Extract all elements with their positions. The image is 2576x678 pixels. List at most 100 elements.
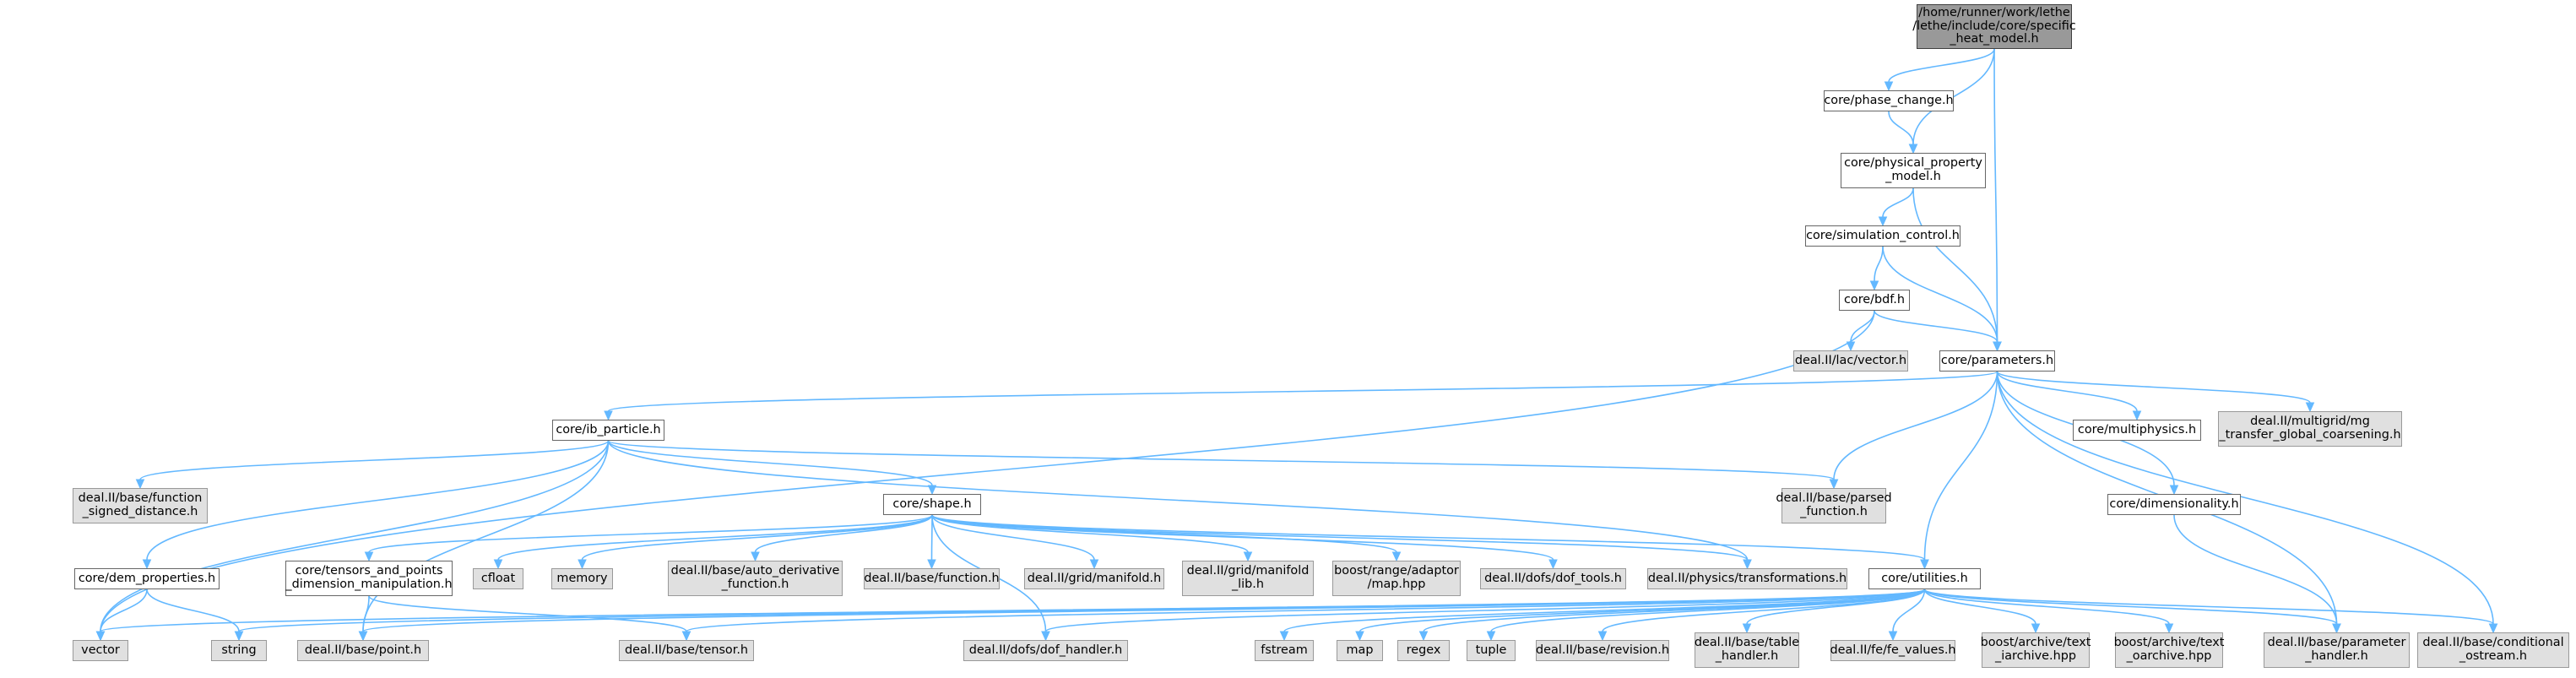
edge-tensors_and_points-to-point <box>362 595 370 632</box>
edge-parameters-to-parsed_function <box>1833 371 1998 480</box>
node-text-oarchive: boost/archive/text _oarchive.hpp <box>2114 632 2224 668</box>
edge-parameters-to-utilities <box>1923 371 1998 561</box>
edge-ib_particle-to-function_signed_distance <box>139 440 610 480</box>
node-revision: deal.II/base/revision.h <box>1536 640 1669 661</box>
arrowhead-shape-to-memory <box>578 559 587 570</box>
node-adaptor-map: boost/range/adaptor /map.hpp <box>1332 561 1461 596</box>
arrowhead-utilities-to-tuple <box>1486 631 1496 642</box>
node-map: map <box>1337 640 1383 661</box>
edge-parameters-to-conditional_ostream <box>1996 371 2494 625</box>
edge-utilities-to-point <box>362 589 1926 632</box>
node-multiphysics[interactable]: core/multiphysics.h <box>2073 420 2201 441</box>
arrowhead-utilities-to-revision <box>1597 631 1608 642</box>
node-grid-manifold: deal.II/grid/manifold.h <box>1024 568 1164 589</box>
arrowhead-shape-to-grid_manifold <box>1089 559 1099 570</box>
edge-ib_particle-to-vector <box>100 440 610 632</box>
node-tuple: tuple <box>1467 640 1516 661</box>
edge-utilities-to-text_iarchive <box>1923 589 2036 625</box>
node-parameters[interactable]: core/parameters.h <box>1939 350 2055 372</box>
arrowhead-bdf-to-parameters <box>1993 341 2002 352</box>
arrowhead-utilities-to-regex <box>1418 631 1429 642</box>
arrowhead-utilities-to-text_iarchive <box>2031 623 2041 634</box>
edge-shape-to-transformations <box>931 514 1749 561</box>
node-string: string <box>211 640 267 661</box>
node-tensor: deal.II/base/tensor.h <box>619 640 754 661</box>
node-specific-heat-model-root[interactable]: /home/runner/work/lethe /lethe/include/c… <box>1912 4 2076 49</box>
edge-phase_change-to-physical_property_model <box>1888 111 1914 145</box>
edge-utilities-to-conditional_ostream <box>1923 589 2494 625</box>
edge-shape-to-tensors_and_points <box>368 514 933 553</box>
node-memory: memory <box>551 568 613 589</box>
arrowhead-ib_particle-to-shape <box>927 485 937 496</box>
edge-physical_property_model-to-simulation_control <box>1882 187 1914 218</box>
arrowhead-utilities-to-fstream <box>1279 631 1289 642</box>
node-fe-values: deal.II/fe/fe_values.h <box>1830 640 1956 661</box>
arrowhead-utilities-to-fe_values <box>1888 631 1898 642</box>
node-lac-vector: deal.II/lac/vector.h <box>1793 350 1908 372</box>
arrowhead-root-to-phase_change <box>1884 81 1894 92</box>
node-auto-derivative-function: deal.II/base/auto_derivative _function.h <box>668 561 843 596</box>
edge-tensors_and_points-to-tensor <box>368 595 687 632</box>
edge-parameters-to-multiphysics <box>1996 371 2138 412</box>
arrowhead-utilities-to-point <box>358 631 368 642</box>
edge-ib_particle-to-dem_properties <box>146 440 610 561</box>
node-dof-handler: deal.II/dofs/dof_handler.h <box>963 640 1128 661</box>
node-utilities[interactable]: core/utilities.h <box>1868 568 1981 589</box>
edge-utilities-to-fe_values <box>1892 589 1926 632</box>
node-cfloat: cfloat <box>473 568 523 589</box>
node-ib-particle[interactable]: core/ib_particle.h <box>552 420 664 441</box>
edge-ib_particle-to-transformations <box>607 440 1749 561</box>
edge-bdf-to-parameters <box>1874 310 1998 343</box>
node-fstream: fstream <box>1255 640 1314 661</box>
arrowhead-parameters-to-ib_particle <box>604 410 613 421</box>
edge-bdf-to-lac_vector <box>1850 310 1875 343</box>
edge-shape-to-grid_manifold <box>931 514 1095 561</box>
edge-utilities-to-table_handler <box>1746 589 1926 625</box>
edge-ib_particle-to-parsed_function <box>607 440 1835 480</box>
edge-utilities-to-tensor <box>686 589 1926 632</box>
edge-simulation_control-to-parameters <box>1882 246 1998 343</box>
edge-shape-to-cfloat <box>497 514 933 561</box>
node-text-iarchive: boost/archive/text _iarchive.hpp <box>1981 632 2091 668</box>
node-point: deal.II/base/point.h <box>297 640 429 661</box>
arrowhead-simulation_control-to-bdf <box>1869 280 1879 291</box>
arrowhead-shape-to-cfloat <box>493 559 503 570</box>
arrowhead-ib_particle-to-function_signed_distance <box>135 479 145 490</box>
node-dem-properties[interactable]: core/dem_properties.h <box>74 568 220 589</box>
edge-simulation_control-to-bdf <box>1874 246 1884 282</box>
edge-bdf-to-vector <box>100 310 1875 632</box>
edge-root-to-parameters <box>1993 48 1998 343</box>
arrowhead-parameters-to-multiphysics <box>2132 410 2142 421</box>
node-dof-tools: deal.II/dofs/dof_tools.h <box>1480 568 1626 589</box>
arrowhead-utilities-to-vector <box>95 631 106 642</box>
edge-parameters-to-ib_particle <box>607 371 1998 412</box>
arrowhead-shape-to-manifold_lib <box>1243 551 1253 562</box>
node-transformations: deal.II/physics/transformations.h <box>1647 568 1847 589</box>
node-phase-change[interactable]: core/phase_change.h <box>1824 90 1954 111</box>
arrowhead-shape-to-dof_tools <box>1548 559 1558 570</box>
arrowhead-utilities-to-map <box>1355 631 1364 642</box>
arrowhead-utilities-to-dof_handler <box>1041 631 1050 642</box>
edge-utilities-to-text_oarchive <box>1923 589 2170 625</box>
node-vector: vector <box>73 640 128 661</box>
edge-ib_particle-to-shape <box>607 440 933 486</box>
node-base-function: deal.II/base/function.h <box>864 568 1000 589</box>
arrowhead-utilities-to-text_oarchive <box>2164 623 2174 634</box>
edge-utilities-to-dof_handler <box>1044 589 1926 632</box>
node-dimensionality[interactable]: core/dimensionality.h <box>2107 494 2241 515</box>
arrowhead-utilities-to-conditional_ostream <box>2488 623 2498 634</box>
arrowhead-shape-to-base_function <box>927 559 936 570</box>
node-tensors-and-points[interactable]: core/tensors_and_points _dimension_manip… <box>285 561 453 596</box>
arrowhead-shape-to-transformations <box>1743 559 1752 570</box>
edge-dem_properties-to-string <box>146 589 240 632</box>
edge-parameters-to-mg_transfer <box>1996 371 2311 404</box>
node-parsed-function: deal.II/base/parsed _function.h <box>1776 488 1892 523</box>
edge-shape-to-utilities <box>931 514 1926 561</box>
node-function-signed-distance: deal.II/base/function _signed_distance.h <box>73 488 208 523</box>
node-physical-property-model[interactable]: core/physical_property _model.h <box>1841 153 1986 188</box>
node-shape[interactable]: core/shape.h <box>883 494 981 515</box>
node-simulation-control[interactable]: core/simulation_control.h <box>1805 225 1960 247</box>
node-bdf[interactable]: core/bdf.h <box>1839 290 1910 311</box>
